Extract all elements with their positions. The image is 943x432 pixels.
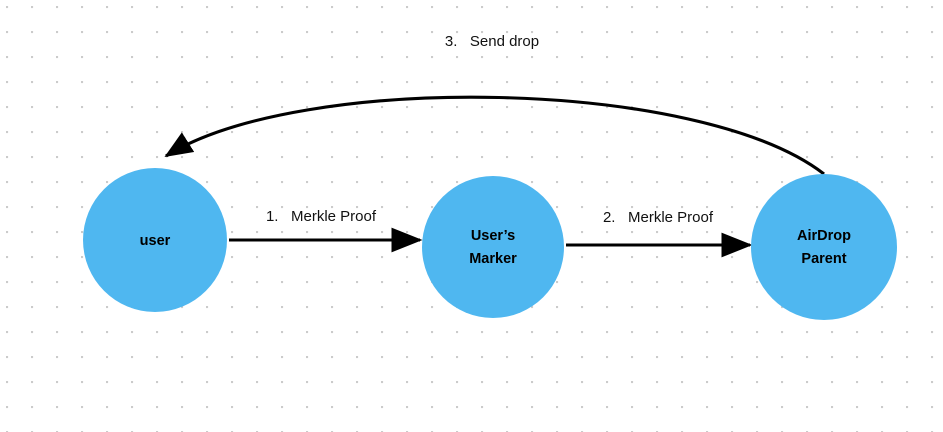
edge-merkle-proof-1[interactable]: 1. Merkle Proof — [229, 208, 423, 253]
node-users-marker-circle — [422, 176, 564, 318]
edge-merkle-proof-2[interactable]: 2. Merkle Proof — [566, 209, 753, 258]
edge-merkle-proof-2-label: 2. Merkle Proof — [603, 209, 714, 226]
edge-send-drop[interactable]: 3. Send drop — [164, 33, 825, 176]
edge-merkle-proof-1-label: 1. Merkle Proof — [266, 208, 377, 225]
node-users-marker-label-line2: Marker — [469, 251, 517, 267]
node-airdrop-parent-label-line1: AirDrop — [797, 228, 851, 244]
node-user-circle — [83, 168, 227, 312]
node-airdrop-parent-circle — [751, 174, 897, 320]
node-user-label: user — [140, 233, 171, 249]
edge-send-drop-label: 3. Send drop — [445, 33, 539, 50]
node-user[interactable]: user — [83, 168, 227, 312]
node-users-marker-label-line1: User’s — [471, 228, 515, 244]
edge-send-drop-path — [164, 95, 825, 176]
node-users-marker[interactable]: User’s Marker — [422, 176, 564, 318]
node-airdrop-parent[interactable]: AirDrop Parent — [751, 174, 897, 320]
node-airdrop-parent-label-line2: Parent — [801, 251, 846, 267]
